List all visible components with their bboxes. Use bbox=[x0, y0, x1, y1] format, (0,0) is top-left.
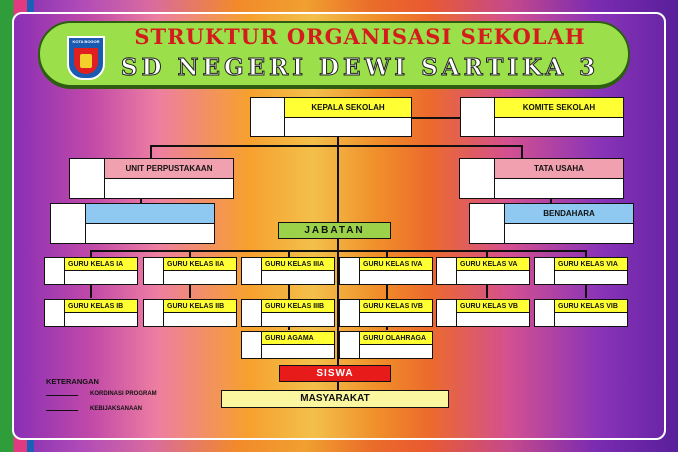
guru-kelas-iva-photo-box bbox=[339, 257, 361, 285]
guru-kelas-ia-label: GURU KELAS IA bbox=[64, 257, 138, 271]
staff-photo-box bbox=[50, 203, 87, 244]
guru-kelas-ib-photo-box bbox=[44, 299, 66, 327]
guru-kelas-iiia-photo-box bbox=[241, 257, 263, 285]
kepala-sekolah-photo-box bbox=[250, 97, 286, 137]
connector-upt-down bbox=[150, 145, 152, 160]
guru-kelas-ia-name-box bbox=[64, 270, 138, 285]
bendahara-label: BENDAHARA bbox=[504, 203, 634, 224]
page-title: STRUKTUR ORGANISASI SEKOLAH bbox=[134, 24, 586, 49]
guru-agama-photo-box bbox=[241, 331, 263, 359]
connector-kepala-komite bbox=[412, 117, 462, 119]
guru-kelas-ivb-name-box bbox=[359, 312, 433, 327]
tata-usaha-photo-box bbox=[459, 158, 496, 199]
komite-sekolah-name-box bbox=[494, 117, 624, 137]
guru-kelas-iiib-photo-box bbox=[241, 299, 263, 327]
logo-emblem-icon bbox=[80, 54, 92, 68]
kepala-sekolah-name-box bbox=[284, 117, 412, 137]
legend-line-kordinasi bbox=[46, 395, 78, 397]
guru-kelas-va-label: GURU KELAS VA bbox=[456, 257, 530, 271]
connector-guru-3 bbox=[288, 250, 290, 330]
guru-kelas-iib-name-box bbox=[163, 312, 237, 327]
guru-kelas-iia-label: GURU KELAS IIA bbox=[163, 257, 237, 271]
kepala-sekolah-label: KEPALA SEKOLAH bbox=[284, 97, 412, 118]
logo-text: KOTA BOGOR bbox=[72, 39, 100, 44]
guru-kelas-ivb-label: GURU KELAS IVB bbox=[359, 299, 433, 313]
legend-kordinasi-program: KORDINASI PROGRAM bbox=[90, 391, 157, 397]
jabatan-label: JABATAN bbox=[278, 222, 391, 239]
guru-kelas-via-photo-box bbox=[534, 257, 556, 285]
guru-kelas-iiia-label: GURU KELAS IIIA bbox=[261, 257, 335, 271]
kota-bogor-logo: KOTA BOGOR bbox=[67, 36, 105, 80]
legend-line-kebijaksanaan bbox=[46, 410, 78, 412]
guru-olahraga-photo-box bbox=[339, 331, 361, 359]
guru-kelas-ivb-photo-box bbox=[339, 299, 361, 327]
guru-kelas-va-name-box bbox=[456, 270, 530, 285]
tata-usaha-name-box bbox=[494, 178, 624, 199]
guru-kelas-ib-label: GURU KELAS IB bbox=[64, 299, 138, 313]
guru-kelas-vib-photo-box bbox=[534, 299, 556, 327]
connector-main-vertical bbox=[337, 118, 339, 366]
guru-kelas-iia-name-box bbox=[163, 270, 237, 285]
komite-sekolah-label: KOMITE SEKOLAH bbox=[494, 97, 624, 118]
legend-kebijaksanaan: KEBIJAKSANAAN bbox=[90, 406, 143, 412]
guru-kelas-iiib-name-box bbox=[261, 312, 335, 327]
guru-olahraga-label: GURU OLAHRAGA bbox=[359, 331, 433, 345]
guru-kelas-iva-label: GURU KELAS IVA bbox=[359, 257, 433, 271]
guru-kelas-ib-name-box bbox=[64, 312, 138, 327]
connector-tu-bendahara bbox=[550, 198, 552, 204]
guru-kelas-iiib-label: GURU KELAS IIIB bbox=[261, 299, 335, 313]
unit-perpustakaan-label: UNIT PERPUSTAKAAN bbox=[104, 158, 234, 179]
unit-perpustakaan-photo-box bbox=[69, 158, 106, 199]
title-banner bbox=[38, 21, 630, 87]
connector-row2-horizontal bbox=[150, 145, 522, 147]
guru-kelas-ia-photo-box bbox=[44, 257, 66, 285]
staff-label bbox=[85, 203, 215, 224]
guru-kelas-va-photo-box bbox=[436, 257, 458, 285]
page-subtitle: SD NEGERI DEWI SARTIKA 3 bbox=[120, 54, 600, 82]
connector-guru-horizontal bbox=[90, 250, 586, 252]
staff-name-box bbox=[85, 223, 215, 244]
bendahara-photo-box bbox=[469, 203, 506, 244]
connector-tu-down bbox=[521, 145, 523, 160]
guru-kelas-iia-photo-box bbox=[143, 257, 165, 285]
guru-agama-label: GURU AGAMA bbox=[261, 331, 335, 345]
bendahara-name-box bbox=[504, 223, 634, 244]
masyarakat-label: MASYARAKAT bbox=[221, 390, 449, 408]
legend-title: KETERANGAN bbox=[46, 377, 99, 386]
unit-perpustakaan-name-box bbox=[104, 178, 234, 199]
guru-kelas-via-label: GURU KELAS VIA bbox=[554, 257, 628, 271]
guru-kelas-vb-photo-box bbox=[436, 299, 458, 327]
guru-olahraga-name-box bbox=[359, 344, 433, 359]
guru-kelas-vb-name-box bbox=[456, 312, 530, 327]
komite-sekolah-photo-box bbox=[460, 97, 496, 137]
guru-kelas-iib-photo-box bbox=[143, 299, 165, 327]
guru-kelas-via-name-box bbox=[554, 270, 628, 285]
guru-kelas-iiia-name-box bbox=[261, 270, 335, 285]
connector-upt-blue bbox=[140, 198, 142, 204]
guru-kelas-vib-label: GURU KELAS VIB bbox=[554, 299, 628, 313]
guru-kelas-vib-name-box bbox=[554, 312, 628, 327]
siswa-label: SISWA bbox=[279, 365, 391, 382]
tata-usaha-label: TATA USAHA bbox=[494, 158, 624, 179]
guru-kelas-iva-name-box bbox=[359, 270, 433, 285]
connector-siswa-masyarakat bbox=[337, 382, 339, 391]
guru-kelas-vb-label: GURU KELAS VB bbox=[456, 299, 530, 313]
connector-guru-4 bbox=[386, 250, 388, 330]
guru-kelas-iib-label: GURU KELAS IIB bbox=[163, 299, 237, 313]
guru-agama-name-box bbox=[261, 344, 335, 359]
